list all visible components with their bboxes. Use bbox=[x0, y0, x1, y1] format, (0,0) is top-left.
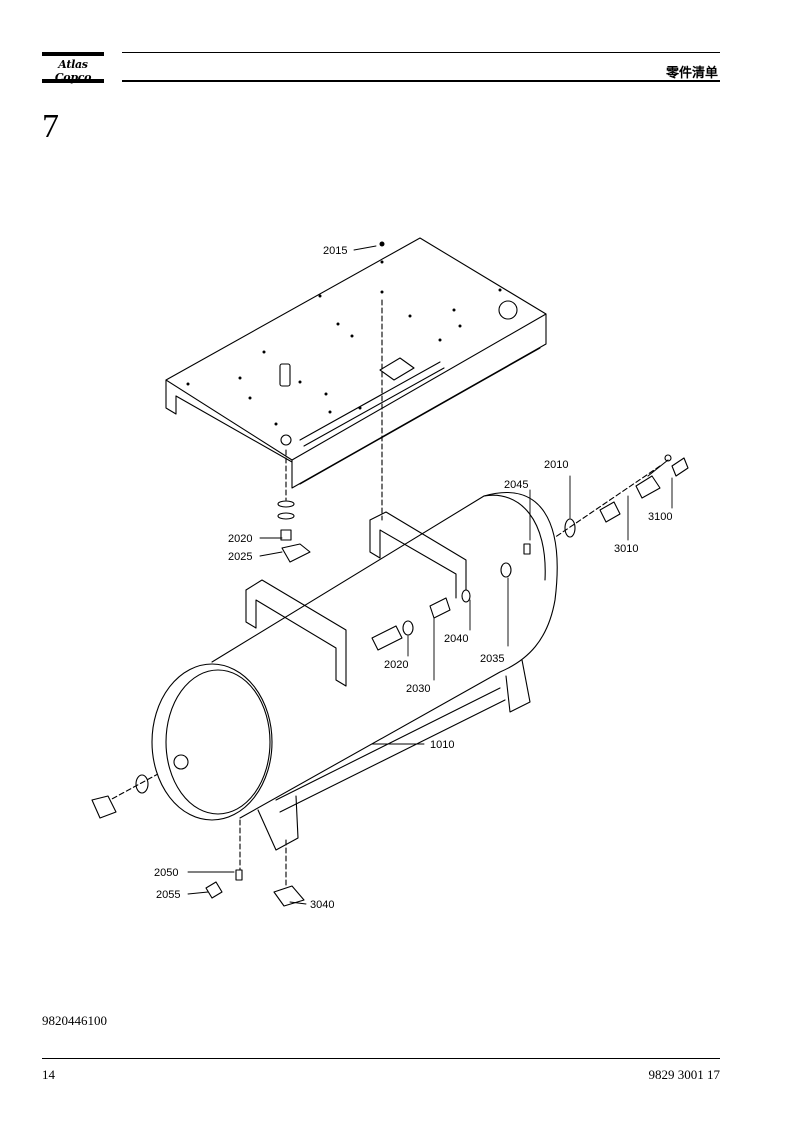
section-number: 7 bbox=[42, 108, 59, 145]
exploded-parts-drawing: 2015 2020 2025 2045 2010 3100 3010 2040 … bbox=[91, 237, 689, 911]
drain-cap bbox=[91, 774, 149, 819]
atlas-copco-logo: Atlas Copco bbox=[42, 52, 104, 84]
header-rule-top bbox=[122, 52, 720, 53]
part-label-3010: 3010 bbox=[614, 543, 638, 555]
part-label-2020-top: 2020 bbox=[228, 533, 252, 545]
leader-lines bbox=[187, 245, 673, 905]
part-label-2030: 2030 bbox=[406, 683, 430, 695]
part-label-2025: 2025 bbox=[228, 551, 252, 563]
elbow-fitting-2025 bbox=[277, 500, 311, 563]
part-label-2020-bottom: 2020 bbox=[384, 659, 408, 671]
part-number-labels: 2015 2020 2025 2045 2010 3100 3010 2040 … bbox=[154, 245, 672, 911]
logo-bar-bottom bbox=[42, 79, 104, 83]
logo-bar-top bbox=[42, 52, 104, 56]
tank-saddle-brackets bbox=[245, 511, 467, 687]
part-label-2015: 2015 bbox=[323, 245, 347, 257]
part-label-3040: 3040 bbox=[310, 899, 334, 911]
reference-number: 9820446100 bbox=[42, 1013, 107, 1028]
foot-pad bbox=[273, 885, 305, 907]
part-label-2045: 2045 bbox=[504, 479, 528, 491]
part-label-3100: 3100 bbox=[648, 511, 672, 523]
part-label-2035: 2035 bbox=[480, 653, 504, 665]
header-rule-bottom bbox=[122, 80, 720, 82]
part-label-2040: 2040 bbox=[444, 633, 468, 645]
document-title: 零件清单 bbox=[665, 66, 718, 81]
inline-fittings bbox=[371, 543, 531, 651]
footer-rule bbox=[42, 1058, 720, 1059]
top-cover-plate bbox=[165, 237, 547, 489]
part-label-1010: 1010 bbox=[430, 739, 454, 751]
valve-assembly bbox=[564, 454, 689, 538]
drain-valve bbox=[205, 869, 243, 899]
page-number: 14 bbox=[42, 1067, 55, 1082]
air-receiver-tank bbox=[151, 491, 558, 821]
part-label-2050: 2050 bbox=[154, 867, 178, 879]
part-label-2010: 2010 bbox=[544, 459, 568, 471]
part-label-2055: 2055 bbox=[156, 889, 180, 901]
document-number: 9829 3001 17 bbox=[648, 1067, 721, 1082]
